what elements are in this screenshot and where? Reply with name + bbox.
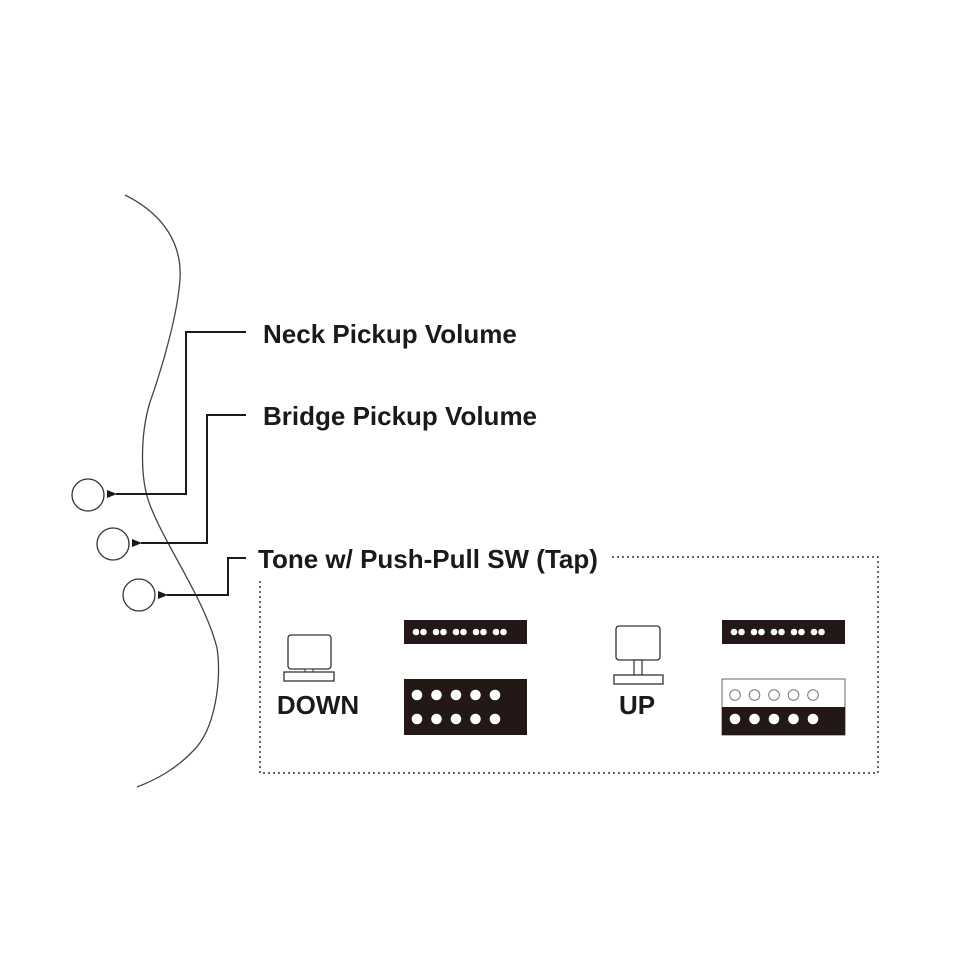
pole-piece <box>500 628 507 636</box>
pole-piece <box>798 628 805 636</box>
neck-volume-knob[interactable] <box>71 478 105 512</box>
bridge-volume-knob[interactable] <box>96 527 130 561</box>
pole-piece <box>450 689 462 701</box>
pole-piece <box>460 628 467 636</box>
pole-piece <box>472 628 480 636</box>
pole-piece-off <box>807 689 819 701</box>
pole-piece <box>749 713 760 725</box>
pole-piece <box>420 628 427 636</box>
pole-piece <box>492 628 500 636</box>
pole-piece-off <box>787 689 800 701</box>
pole-piece <box>778 628 785 636</box>
pole-piece <box>440 628 447 636</box>
switch-down-icon <box>283 634 335 682</box>
switch-down-label: DOWN <box>277 690 359 720</box>
switch-up-icon <box>613 625 664 685</box>
pole-piece <box>770 628 778 636</box>
guitar-body-outline <box>124 194 220 788</box>
neck-leader-line <box>107 331 246 498</box>
bridge-volume-label: Bridge Pickup Volume <box>263 401 537 431</box>
pole-piece <box>432 628 440 636</box>
bridge-humbucker-up-tapped-active-coil <box>722 707 845 735</box>
pole-piece <box>768 713 780 725</box>
tone-leader-line <box>158 557 246 599</box>
pole-piece <box>489 713 501 725</box>
bridge-humbucker-down <box>404 679 527 735</box>
pole-piece <box>450 713 462 725</box>
pole-piece <box>807 713 819 725</box>
tone-detail-box <box>259 556 879 774</box>
pole-piece <box>790 628 798 636</box>
pole-piece <box>730 628 738 636</box>
pole-piece <box>470 689 481 701</box>
tone-knob[interactable] <box>122 578 156 612</box>
pole-piece <box>810 628 818 636</box>
tone-label: Tone w/ Push-Pull SW (Tap) <box>258 544 598 574</box>
neck-volume-label: Neck Pickup Volume <box>263 319 517 349</box>
pole-piece <box>411 713 423 725</box>
pole-piece <box>431 713 442 725</box>
pole-piece <box>412 628 420 636</box>
pole-piece <box>489 689 501 701</box>
pole-piece <box>750 628 758 636</box>
pole-piece <box>411 689 423 701</box>
pole-piece <box>452 628 460 636</box>
pole-piece-off <box>768 689 780 701</box>
pole-piece <box>818 628 825 636</box>
pole-piece-off <box>729 689 741 701</box>
pole-piece-off <box>748 689 761 701</box>
pole-piece <box>480 628 487 636</box>
switch-up-label: UP <box>619 690 655 720</box>
pole-piece <box>758 628 765 636</box>
pole-piece <box>729 713 741 725</box>
pole-piece <box>788 713 799 725</box>
pole-piece <box>470 713 481 725</box>
pole-piece <box>738 628 745 636</box>
bridge-leader-line <box>132 414 246 547</box>
pole-piece <box>431 689 442 701</box>
